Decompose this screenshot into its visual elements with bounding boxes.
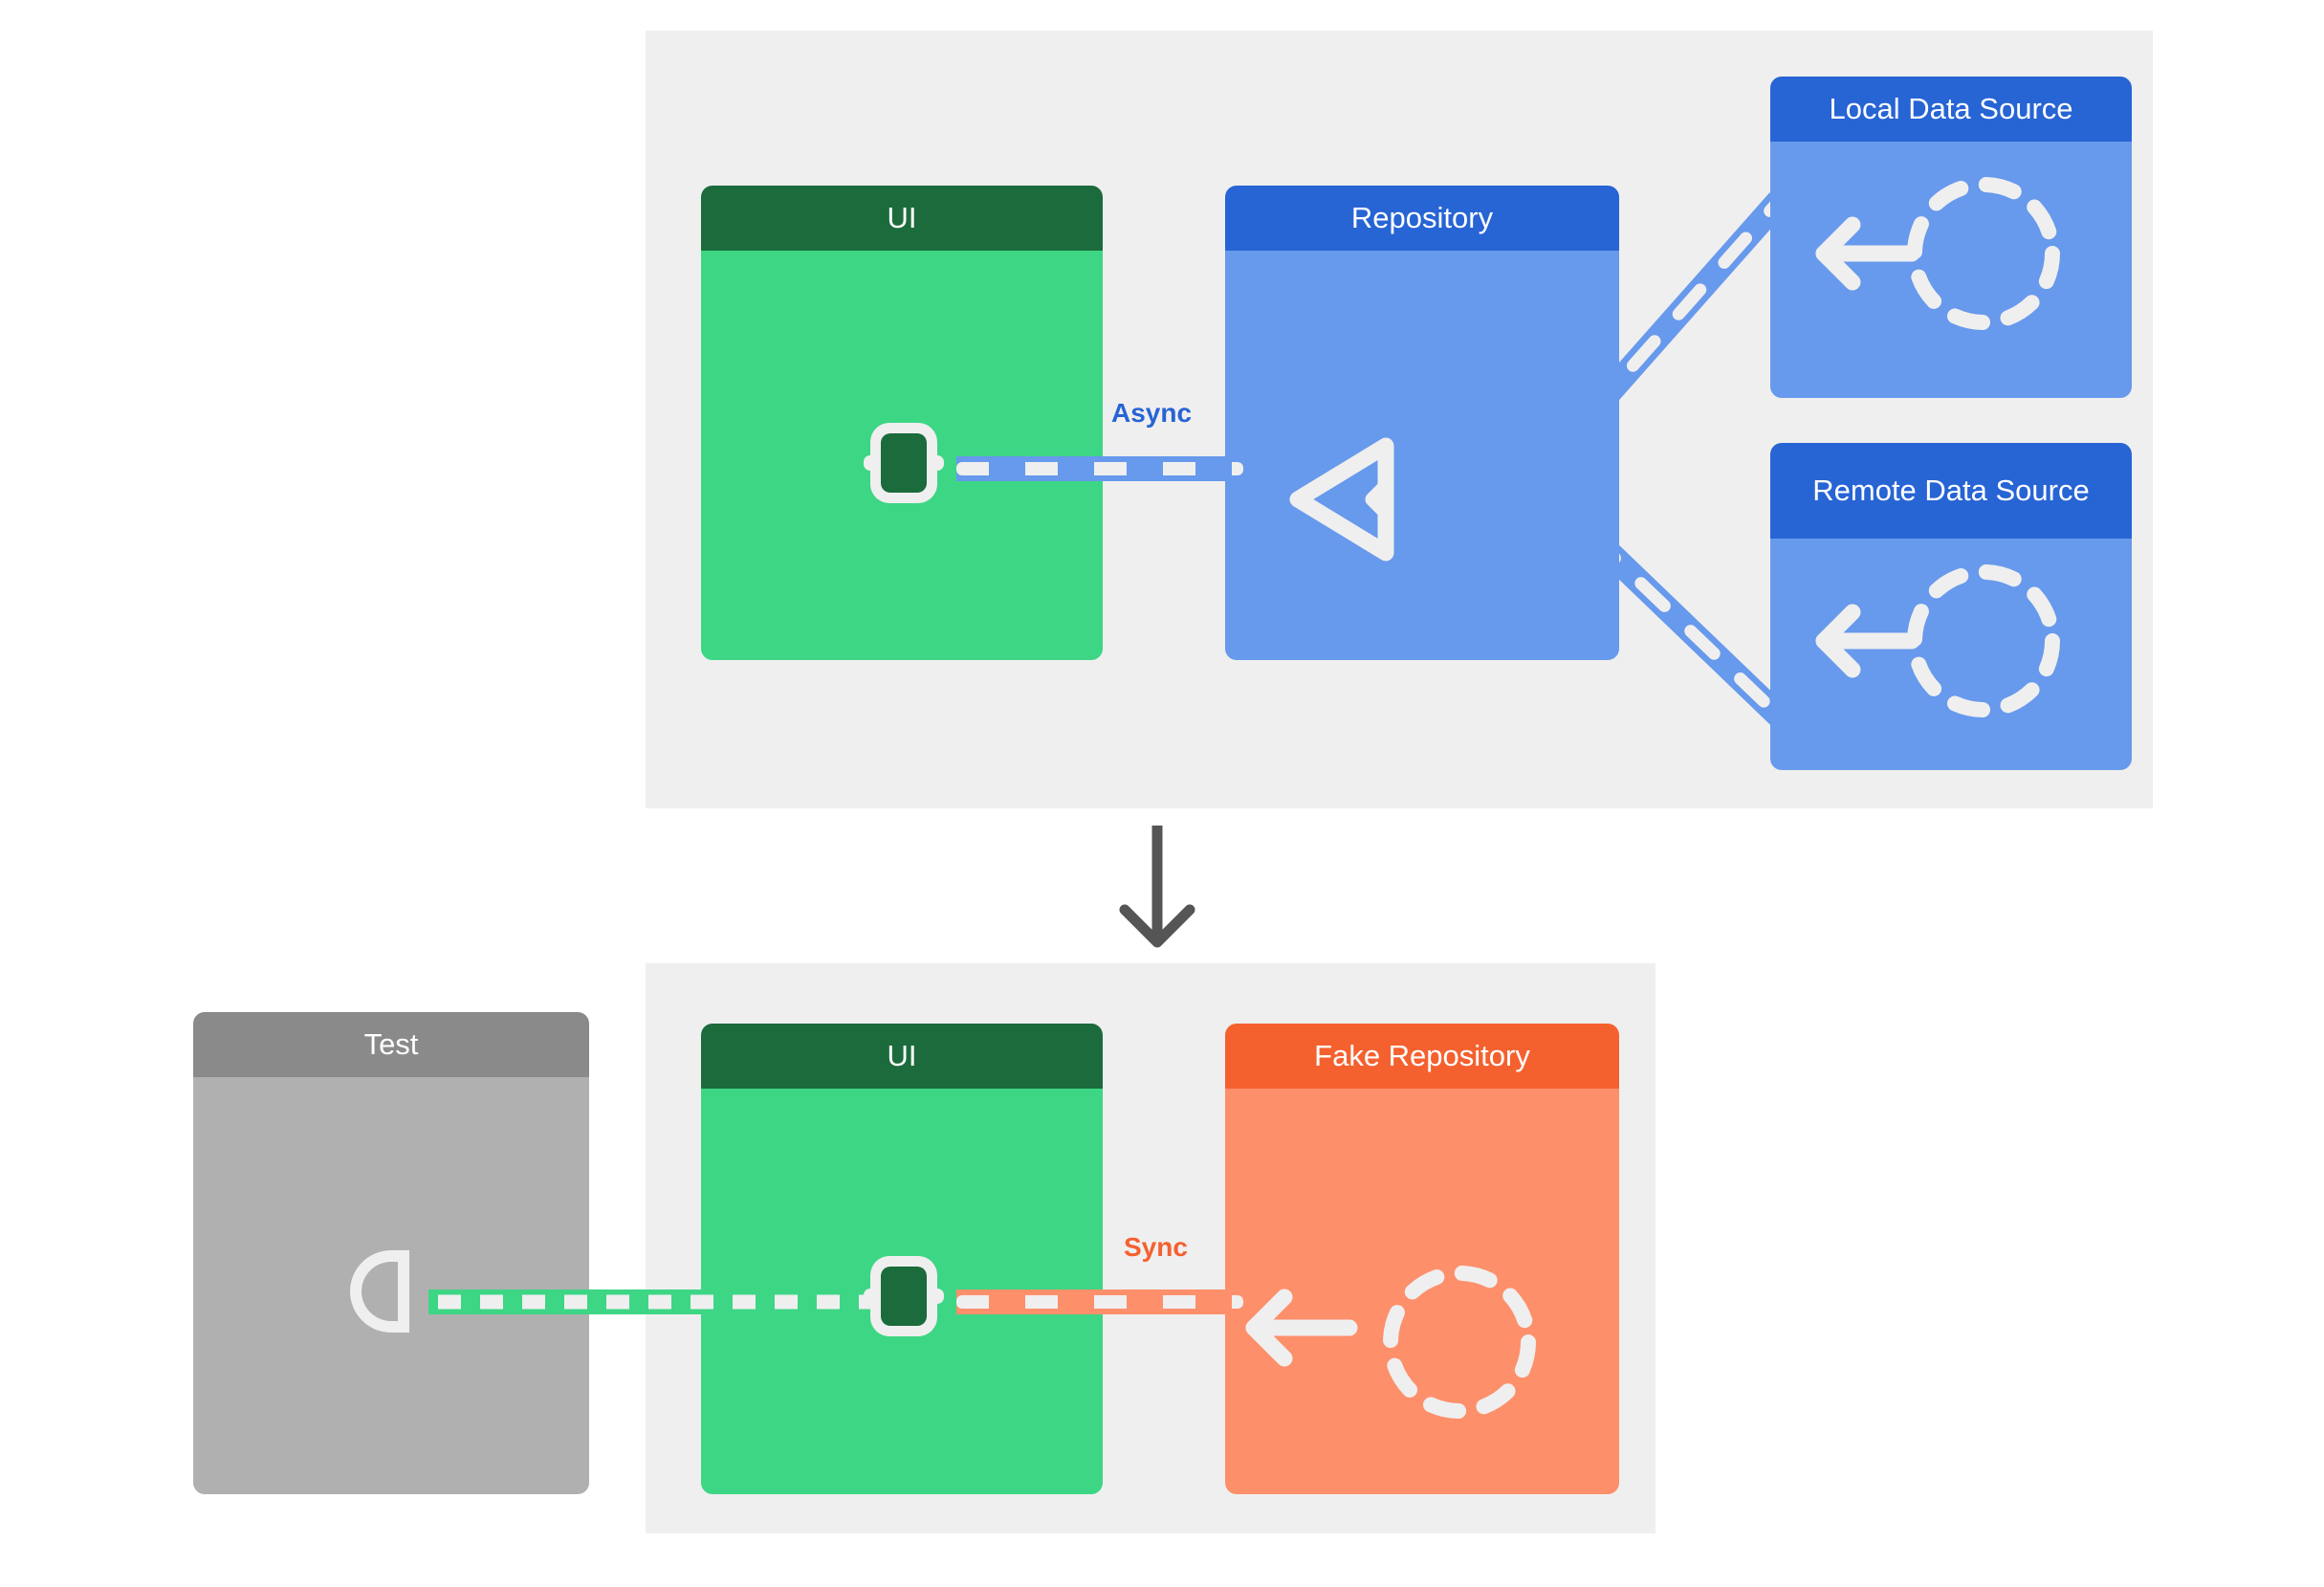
repository-card-title: Repository xyxy=(1225,186,1619,251)
connection-dashes xyxy=(956,1295,1243,1309)
arrow-left-icon xyxy=(1245,1289,1358,1367)
repository-card[interactable]: Repository xyxy=(1225,186,1619,660)
remote-data-source-card[interactable]: Remote Data Source xyxy=(1770,443,2132,770)
connection-dots xyxy=(428,1294,909,1310)
fake-repository-card[interactable]: Fake Repository xyxy=(1225,1024,1619,1494)
connection-dashes xyxy=(956,462,1243,475)
test-ui-connection xyxy=(428,1289,909,1314)
remote-data-source-title: Remote Data Source xyxy=(1770,443,2132,539)
plug-icon xyxy=(864,1256,944,1336)
sync-label: Sync xyxy=(1124,1232,1188,1262)
fake-repository-title: Fake Repository xyxy=(1225,1024,1619,1089)
play-triangle-left-icon xyxy=(1289,437,1394,562)
ui-repository-connection xyxy=(956,456,1243,481)
ui-card-title: UI xyxy=(701,186,1103,251)
local-data-source-title: Local Data Source xyxy=(1770,77,2132,142)
local-data-source-body xyxy=(1770,142,2132,398)
plug-inner xyxy=(881,1267,927,1326)
plug-icon xyxy=(864,423,944,503)
plug-inner xyxy=(881,433,927,493)
ui-fake-repository-connection xyxy=(956,1289,1243,1314)
ui-card-title: UI xyxy=(701,1024,1103,1089)
dashed-circle-icon xyxy=(1907,564,2060,717)
dashed-circle-icon xyxy=(1383,1266,1536,1419)
local-data-source-card[interactable]: Local Data Source xyxy=(1770,77,2132,398)
arrow-left-icon xyxy=(1815,216,1920,291)
down-arrow-icon xyxy=(1119,826,1195,948)
async-label: Async xyxy=(1111,398,1193,428)
socket-cap xyxy=(398,1250,409,1333)
repository-card-body xyxy=(1225,251,1619,660)
test-card-title: Test xyxy=(193,1012,589,1077)
arrow-left-icon xyxy=(1815,604,1920,678)
remote-data-source-body xyxy=(1770,539,2132,770)
socket-icon xyxy=(350,1250,409,1333)
fake-repository-body xyxy=(1225,1089,1619,1494)
dashed-circle-icon xyxy=(1907,177,2060,330)
